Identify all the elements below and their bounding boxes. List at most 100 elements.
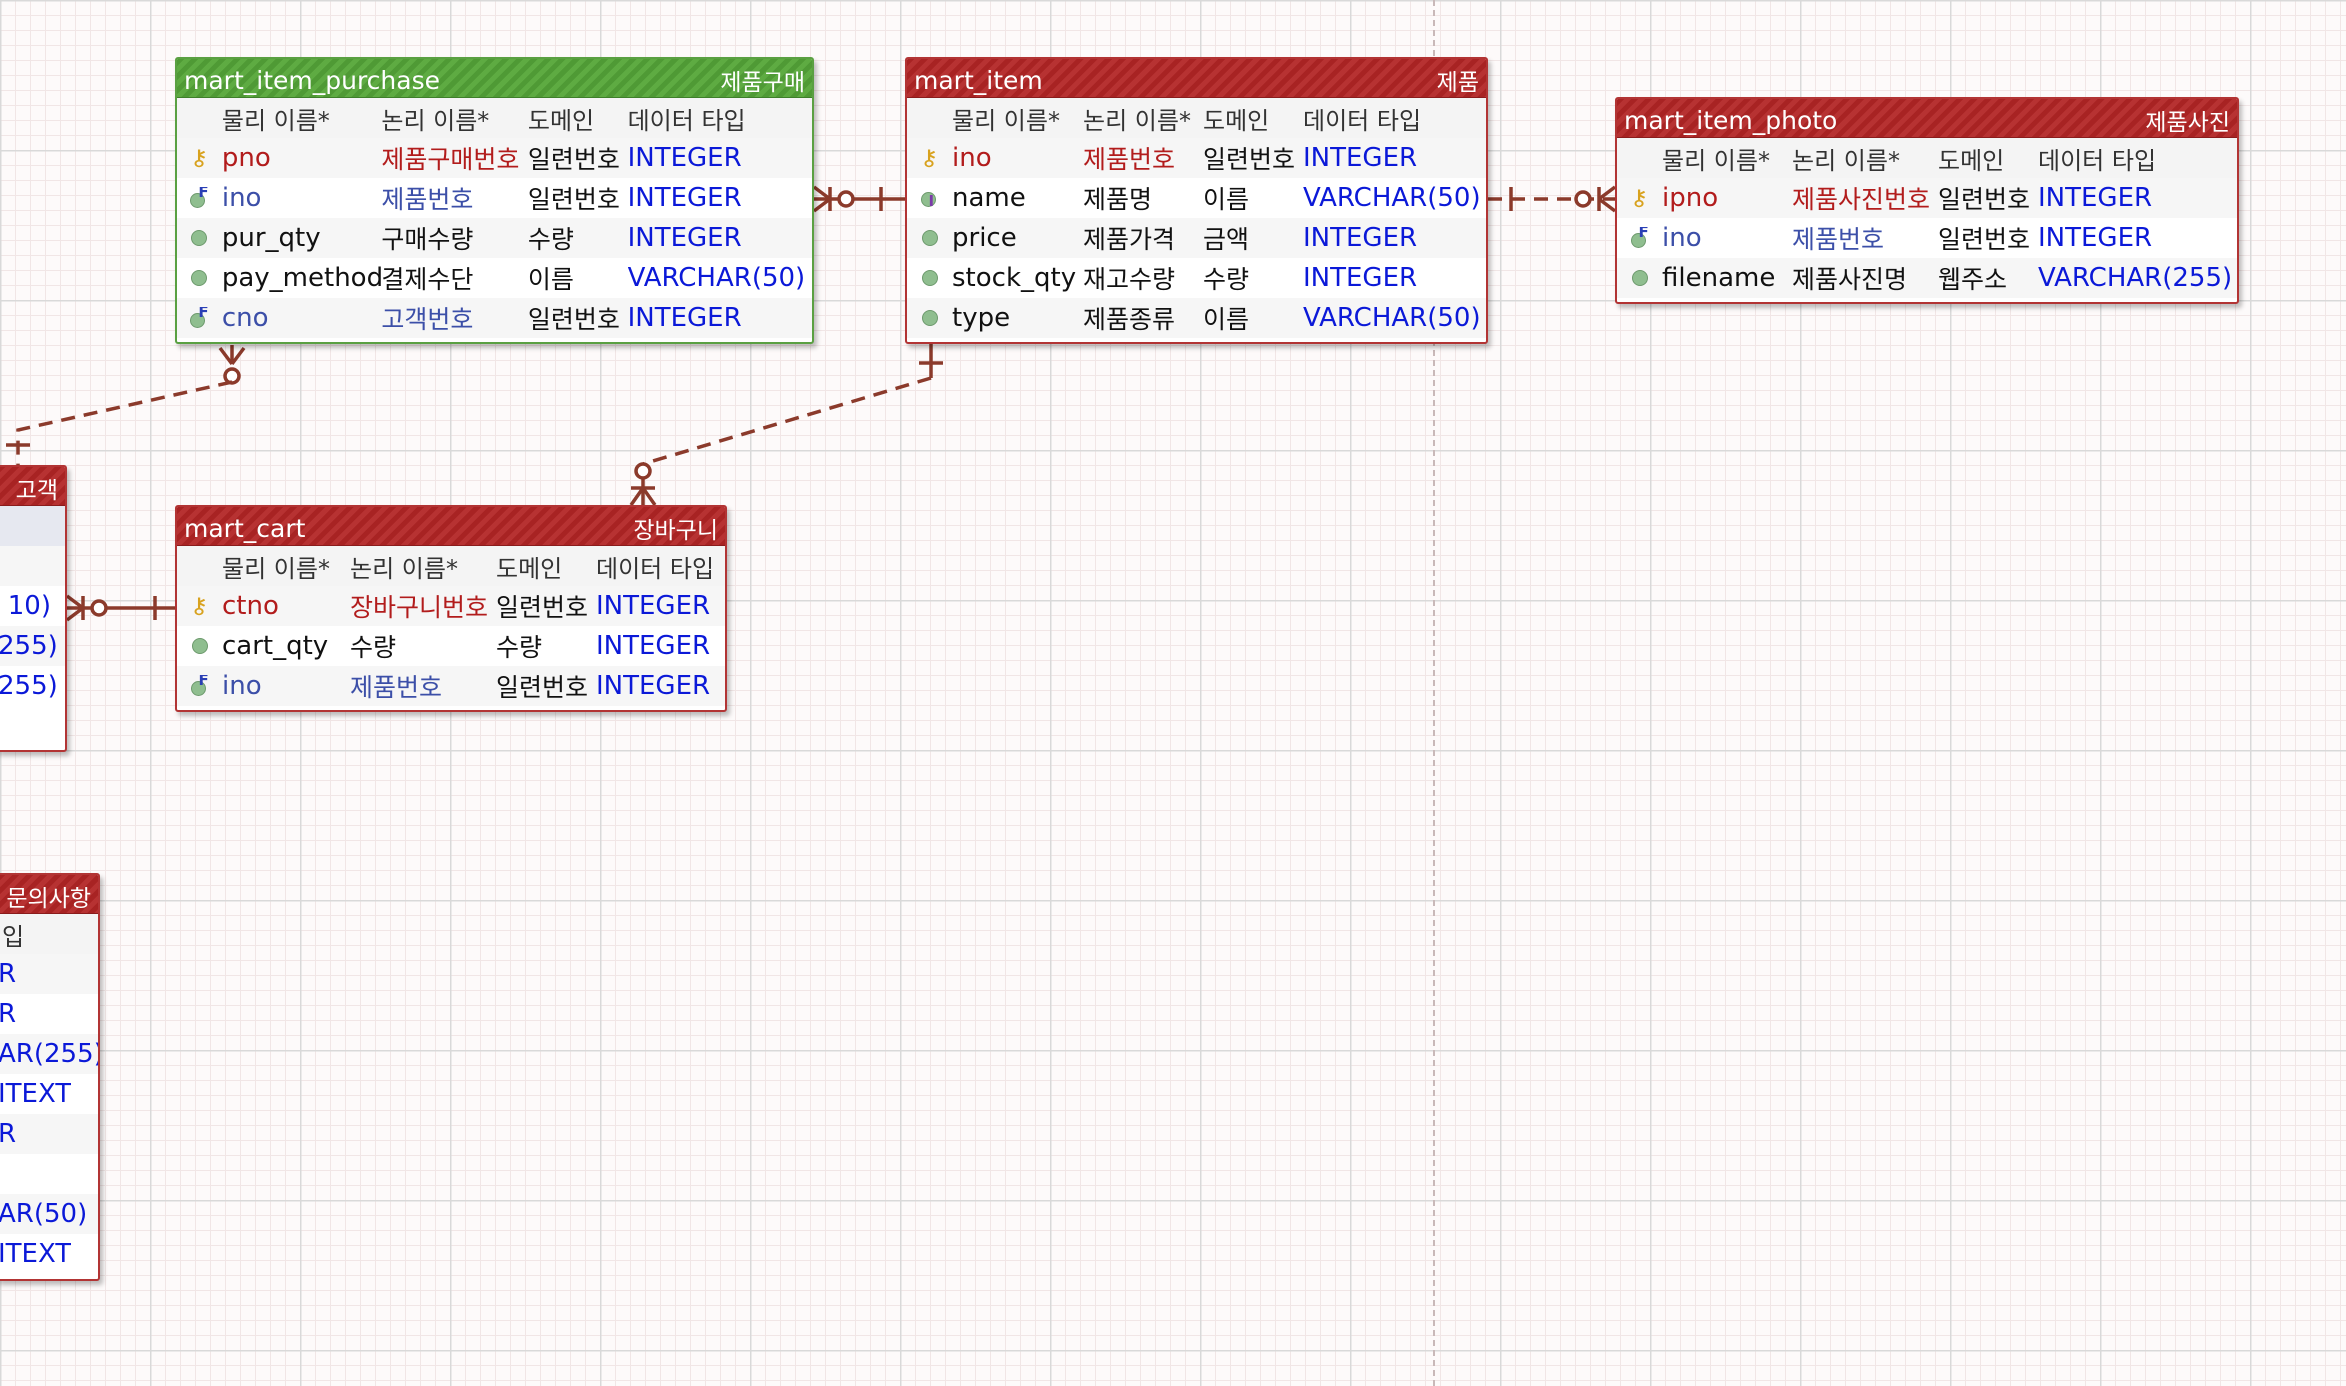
row-data-type: ITEXT [0, 1079, 72, 1109]
entity-mart-item-photo[interactable]: mart_item_photo 제품사진 물리 이름* 논리 이름* 도메인 데… [1615, 97, 2239, 304]
table-row[interactable]: pur_qty 구매수량 수량 INTEGER [177, 218, 812, 258]
col-type-header: 데이터 타입 [627, 106, 746, 135]
col-domain-header: 도메인 [1938, 146, 2005, 175]
row-physical-name: ipno [1662, 183, 1719, 213]
entity-logical-name: 장바구니 [633, 518, 718, 544]
row-data-type: VARCHAR(50) [1303, 303, 1481, 333]
attribute-icon [921, 310, 938, 326]
table-row[interactable]: ITEXT [0, 1074, 98, 1114]
entity-name: mart_cart [184, 514, 306, 543]
row-data-type: R [0, 999, 16, 1029]
row-physical-name: cart_qty [222, 631, 329, 661]
row-domain: 일련번호 [527, 145, 620, 174]
table-row[interactable]: 255) [0, 666, 65, 706]
row-data-type: INTEGER [627, 303, 742, 333]
table-row[interactable]: ⚷ ctno 장바구니번호 일련번호 INTEGER [177, 586, 725, 626]
table-row[interactable]: ITEXT [0, 1234, 98, 1274]
table-row[interactable] [0, 546, 65, 586]
row-domain: 일련번호 [496, 673, 589, 702]
row-domain: 수량 [527, 225, 574, 254]
table-row[interactable]: 255) [0, 626, 65, 666]
col-domain-header: 도메인 [1203, 106, 1270, 135]
row-domain: 일련번호 [1938, 225, 2031, 254]
table-row[interactable]: 10) [0, 586, 65, 626]
col-logical-header: 논리 이름* [1083, 106, 1191, 135]
row-physical-name: stock_qty [952, 263, 1077, 293]
row-data-type: VARCHAR(50) [1303, 183, 1481, 213]
foreign-key-icon: F [188, 307, 210, 329]
row-physical-name: price [952, 223, 1017, 253]
table-row[interactable]: F ino 제품번호 일련번호 INTEGER [1617, 218, 2237, 258]
column-header-row [0, 506, 65, 546]
table-row[interactable]: pay_method 결제수단 이름 VARCHAR(50) [177, 258, 812, 298]
table-row[interactable]: type 제품종류 이름 VARCHAR(50) [907, 298, 1486, 338]
row-logical-name: 제품명 [1083, 185, 1153, 214]
entity-header[interactable]: mart_cart 장바구니 [177, 507, 725, 546]
row-logical-name: 제품사진번호 [1792, 185, 1931, 214]
entity-header[interactable]: 고객 [0, 467, 65, 506]
row-data-type: AR(255) [0, 1039, 98, 1069]
row-logical-name: 제품종류 [1083, 305, 1176, 334]
col-domain-header: 도메인 [527, 106, 595, 135]
table-row[interactable]: stock_qty 재고수량 수량 INTEGER [907, 258, 1486, 298]
col-logical-header: 논리 이름* [381, 106, 490, 135]
relation-item-cart[interactable] [629, 344, 943, 507]
table-row[interactable]: F ino 제품번호 일련번호 INTEGER [177, 666, 725, 706]
table-row[interactable]: R [0, 1114, 98, 1154]
table-row[interactable]: I name 제품명 이름 VARCHAR(50) [907, 178, 1486, 218]
entity-inquiry[interactable]: 문의사항 입 R R AR(255) ITEXT R AR(50) ITEXT [0, 873, 100, 1281]
row-domain: 수량 [496, 633, 543, 662]
table-row[interactable]: ⚷ pno 제품구매번호 일련번호 INTEGER [177, 138, 812, 178]
relation-customer-cart[interactable] [65, 594, 175, 622]
entity-header[interactable]: mart_item_purchase 제품구매 [177, 59, 812, 98]
table-row[interactable]: cart_qty 수량 수량 INTEGER [177, 626, 725, 666]
relation-purchase-item[interactable] [812, 185, 905, 213]
row-domain: 일련번호 [1203, 145, 1296, 174]
row-data-type: R [0, 959, 16, 989]
row-physical-name: ino [221, 183, 262, 213]
column-header-row: 물리 이름* 논리 이름* 도메인 데이터 타입 [907, 98, 1486, 138]
entity-header[interactable]: mart_item_photo 제품사진 [1617, 99, 2237, 138]
entity-rows: ⚷ ino 제품번호 일련번호 INTEGER I name 제품명 이름 VA… [907, 138, 1486, 338]
entity-mart-item-purchase[interactable]: mart_item_purchase 제품구매 물리 이름* 논리 이름* 도메… [175, 57, 814, 344]
attribute-icon [921, 230, 938, 246]
table-row[interactable]: ⚷ ipno 제품사진번호 일련번호 INTEGER [1617, 178, 2237, 218]
relation-item-photo[interactable] [1488, 185, 1617, 213]
row-logical-name: 결제수단 [381, 265, 474, 294]
row-logical-name: 구매수량 [381, 225, 474, 254]
table-row[interactable]: R [0, 994, 98, 1034]
table-row[interactable]: F ino 제품번호 일련번호 INTEGER [177, 178, 812, 218]
table-row[interactable]: filename 제품사진명 웹주소 VARCHAR(255) [1617, 258, 2237, 298]
row-data-type: INTEGER [596, 671, 711, 701]
row-domain: 일련번호 [527, 305, 620, 334]
col-type-header: 데이터 타입 [1303, 106, 1422, 135]
row-logical-name: 제품번호 [381, 185, 474, 214]
entity-header[interactable]: 문의사항 [0, 875, 98, 914]
entity-logical-name: 문의사항 [6, 886, 91, 912]
row-data-type: INTEGER [596, 591, 711, 621]
table-row[interactable]: AR(50) [0, 1194, 98, 1234]
entity-header[interactable]: mart_item 제품 [907, 59, 1486, 98]
table-row[interactable]: ⚷ ino 제품번호 일련번호 INTEGER [907, 138, 1486, 178]
table-row[interactable]: F cno 고객번호 일련번호 INTEGER [177, 298, 812, 338]
attribute-icon [921, 270, 938, 286]
row-domain: 웹주소 [1938, 265, 2008, 294]
table-row[interactable]: R [0, 954, 98, 994]
row-logical-name: 제품사진명 [1792, 265, 1908, 294]
table-row[interactable] [0, 1154, 98, 1194]
entity-mart-cart[interactable]: mart_cart 장바구니 물리 이름* 논리 이름* 도메인 데이터 타입 … [175, 505, 727, 712]
row-data-type: ITEXT [0, 1239, 72, 1269]
foreign-key-icon: F [189, 675, 211, 697]
entity-rows: R R AR(255) ITEXT R AR(50) ITEXT [0, 954, 98, 1274]
row-data-type: R [0, 1119, 16, 1149]
entity-logical-name: 고객 [15, 478, 58, 504]
entity-customer[interactable]: 고객 10) 255) 255) [0, 465, 67, 752]
row-logical-name: 수량 [350, 633, 397, 662]
table-row[interactable]: AR(255) [0, 1034, 98, 1074]
entity-mart-item[interactable]: mart_item 제품 물리 이름* 논리 이름* 도메인 데이터 타입 ⚷ … [905, 57, 1488, 344]
row-data-type: 255) [0, 631, 58, 661]
row-data-type: INTEGER [627, 223, 742, 253]
entity-rows: ⚷ ctno 장바구니번호 일련번호 INTEGER cart_qty 수량 수… [177, 586, 725, 706]
table-row[interactable]: price 제품가격 금액 INTEGER [907, 218, 1486, 258]
relation-customer-purchase[interactable] [6, 345, 246, 466]
